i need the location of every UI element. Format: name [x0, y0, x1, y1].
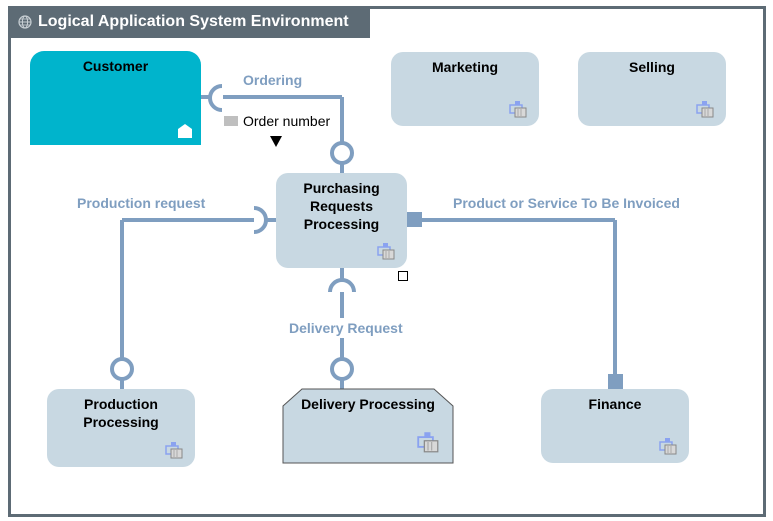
- socket-ordering: [208, 84, 223, 112]
- node-customer[interactable]: Customer: [30, 51, 201, 145]
- application-system-icon: [509, 101, 527, 118]
- node-marketing[interactable]: Marketing: [391, 52, 539, 126]
- edge-label-delivery-request: Delivery Request: [289, 320, 403, 336]
- port-invoiced-target: [608, 374, 623, 389]
- edge-label-invoiced: Product or Service To Be Invoiced: [453, 195, 680, 211]
- port-invoiced-source: [407, 212, 422, 227]
- diagram-title: Logical Application System Environment: [38, 13, 349, 30]
- application-system-icon: [696, 101, 714, 118]
- triangle-down-icon: [270, 136, 282, 147]
- application-system-icon: [165, 442, 183, 459]
- envelope-icon: [224, 116, 238, 126]
- message-label: Order number: [243, 113, 331, 129]
- node-delivery-processing[interactable]: Delivery Processing: [283, 389, 453, 463]
- node-label: Purchasing Requests Processing: [303, 180, 380, 232]
- node-purchasing-requests-processing[interactable]: Purchasing Requests Processing: [276, 173, 407, 268]
- node-label: Production Processing: [83, 396, 159, 430]
- diagram-title-tab: Logical Application System Environment: [8, 6, 370, 38]
- globe-icon: [18, 15, 32, 29]
- node-label: Delivery Processing: [301, 396, 435, 412]
- ball-delivery-request: [330, 357, 354, 381]
- node-label: Finance: [588, 396, 642, 412]
- application-system-icon: [659, 438, 677, 455]
- house-icon: [178, 124, 192, 138]
- node-label: Selling: [629, 59, 675, 75]
- ball-ordering: [330, 141, 354, 165]
- node-label: Marketing: [431, 59, 499, 75]
- node-production-processing[interactable]: Production Processing: [47, 389, 195, 467]
- message-order-number: Order number: [224, 113, 330, 129]
- socket-production-request: [253, 206, 268, 234]
- ball-production-request: [110, 357, 134, 381]
- edge-label-ordering: Ordering: [243, 72, 303, 88]
- node-finance[interactable]: Finance: [541, 389, 689, 463]
- application-system-icon: [377, 243, 395, 260]
- node-delivery-processing-shape[interactable]: [282, 388, 454, 464]
- application-system-icon: [417, 432, 439, 453]
- node-selling[interactable]: Selling: [578, 52, 726, 126]
- socket-delivery-request: [328, 278, 356, 293]
- edge-label-production-request: Production request: [77, 195, 206, 211]
- node-label: Customer: [82, 58, 149, 74]
- link-marker-icon[interactable]: [398, 271, 408, 281]
